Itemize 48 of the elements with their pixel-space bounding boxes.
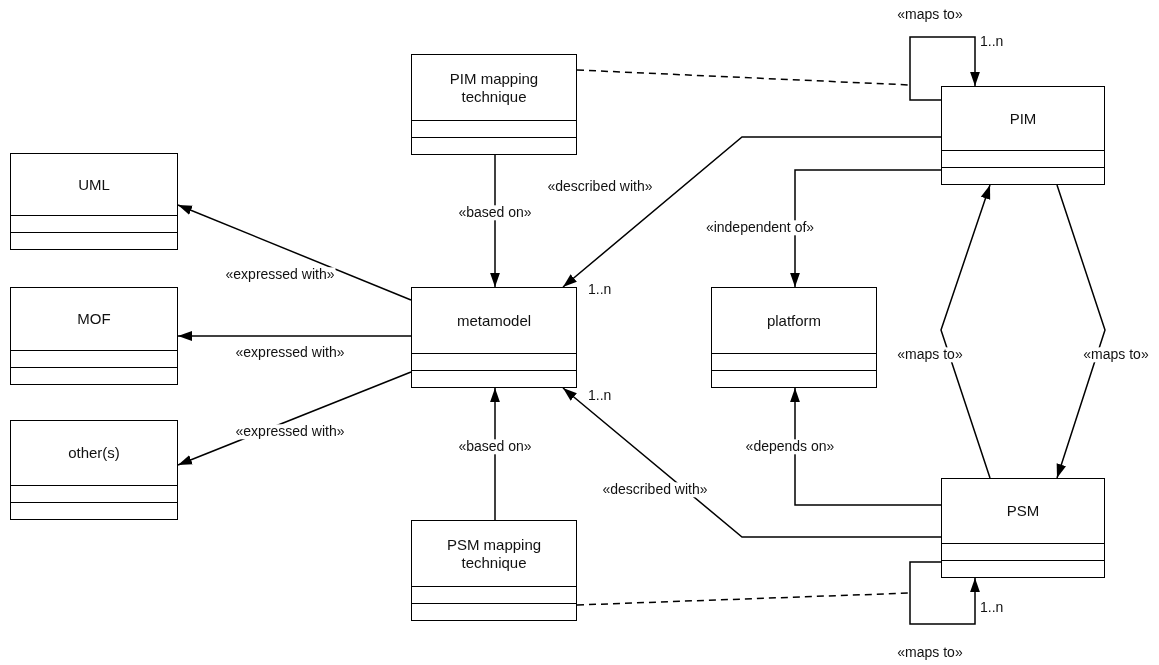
arrow [490,387,500,521]
arrow [940,184,991,479]
edge-label: «described with» [601,482,709,498]
edge-label: «expressed with» [234,345,346,361]
uml-class-box [711,287,877,388]
uml-class-box [941,478,1105,578]
arrow [909,36,980,101]
edge-label: «expressed with» [224,267,336,283]
uml-class-box [411,54,577,155]
arrow [562,136,942,288]
edge-label: «depends on» [744,439,836,455]
multiplicity-label: 1..n [980,600,1004,616]
multiplicity-label: 1..n [588,388,612,404]
class-name: other(s) [68,444,120,462]
dashed-line [576,69,911,86]
arrow [177,331,412,341]
uml-class-box [411,520,577,621]
edge-label: «maps to» [896,645,964,661]
arrow [790,169,942,288]
multiplicity-label: 1..n [980,34,1004,50]
uml-class-box [10,420,178,520]
class-name: PSM [1006,502,1040,520]
arrow [1056,184,1106,479]
arrow [177,204,412,301]
class-name: platform [766,311,822,330]
class-name: metamodel [456,311,532,330]
edge-label: «maps to» [896,347,964,363]
uml-class-box [10,153,178,250]
arrow [909,561,980,625]
edge-label: «expressed with» [234,424,346,440]
uml-class-box [10,287,178,385]
edge-label: «based on» [457,205,533,221]
class-name: MOF [77,310,111,328]
arrow [490,154,500,288]
arrow [790,387,942,506]
arrow [562,387,942,538]
class-name: UML [78,175,110,194]
edge-label: «based on» [457,439,533,455]
edge-label: «maps to» [1082,347,1150,363]
class-name: PIM [1009,109,1037,128]
edge-label: «independent of» [704,220,816,236]
dashed-line [576,592,911,606]
class-name: PSM mapping technique [445,536,543,571]
edge-label: «maps to» [896,7,964,23]
uml-class-box [941,86,1105,185]
uml-class-box [411,287,577,388]
multiplicity-label: 1..n [588,282,612,298]
class-name: PIM mapping technique [448,70,540,105]
